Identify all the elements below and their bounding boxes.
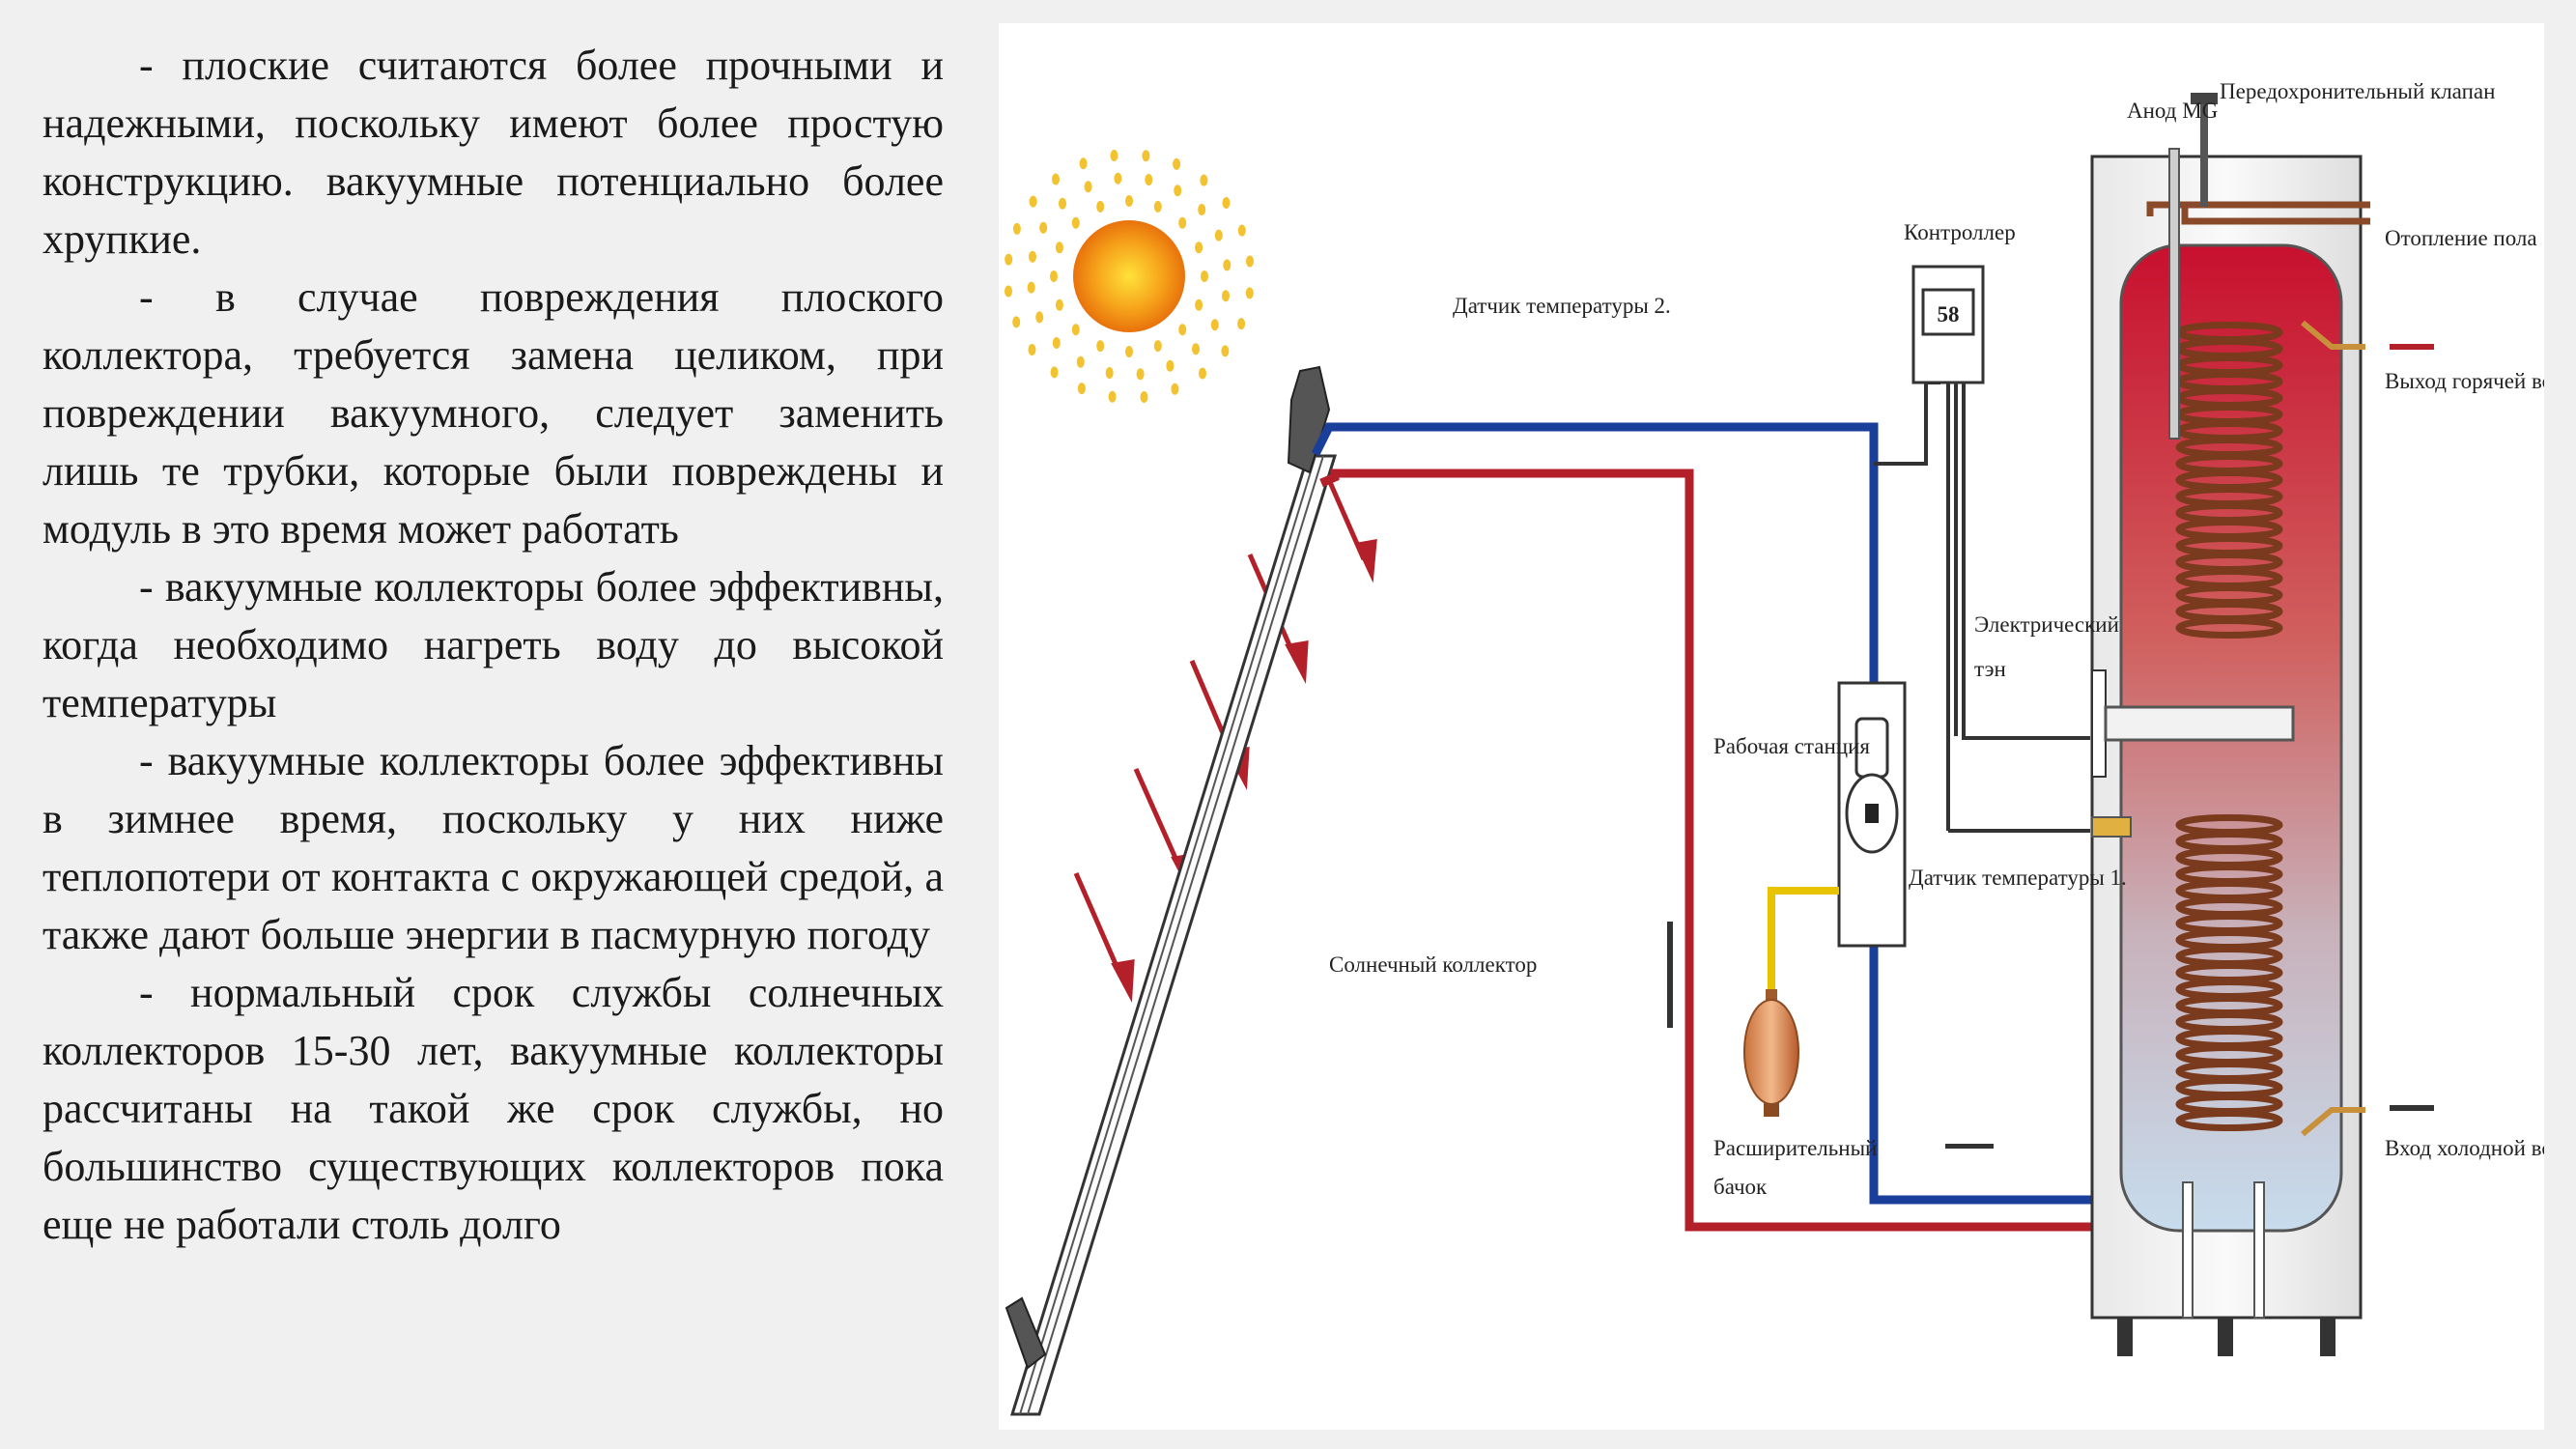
paragraph-winter: - вакуумные коллекторы более эффективны … [42, 737, 944, 958]
paragraph-service-life: - нормальный срок службы солнечных колле… [42, 969, 944, 1248]
label-expansion-tank-1: Расширительный [1713, 1136, 1877, 1160]
label-electric-heater-2: тэн [1974, 657, 2006, 681]
pump-station-icon [1837, 681, 1907, 948]
label-floor-heating: Отопление пола [2385, 226, 2537, 250]
sunlight-arrows [1073, 440, 1377, 1003]
flow-mark [1945, 1144, 1994, 1149]
label-anode: Анод MG [2127, 99, 2218, 123]
label-cold-water-in: Вход холодной воды [2385, 1136, 2544, 1160]
label-temp-sensor-1: Датчик температуры 1. [1909, 866, 2127, 890]
controller-icon [1911, 265, 1985, 384]
expansion-tank-icon [1743, 887, 1839, 1117]
storage-tank-icon [2090, 93, 2434, 1356]
solar-collector-icon [1005, 365, 1338, 1416]
paragraph-high-temperature: - вакуумные коллекторы более эффективны,… [42, 563, 944, 726]
label-expansion-tank-2: бачок [1713, 1175, 1768, 1199]
text-column: - плоские считаются более прочными и над… [42, 37, 944, 1254]
controller-display: 58 [1938, 302, 1960, 327]
label-controller: Контроллер [1904, 220, 2016, 244]
pipe-mark [1667, 922, 1673, 1028]
solar-heating-diagram: 58 [999, 23, 2544, 1430]
cold-pipe [1311, 422, 2096, 1205]
label-electric-heater-1: Электрический [1974, 612, 2119, 637]
hot-pipe [1319, 469, 2096, 1232]
paragraph-durability: - плоские считаются более прочными и над… [42, 42, 944, 263]
label-safety-valve: Передохронительный клапан [2220, 79, 2495, 103]
label-hot-water-out: Выход горячей воды [2385, 369, 2544, 393]
label-pump-station: Рабочая станция [1713, 734, 1870, 758]
sensor-wires [1874, 381, 2090, 833]
label-temp-sensor-2: Датчик температуры 2. [1453, 294, 1671, 318]
sun-icon [1005, 150, 1254, 403]
paragraph-repair: - в случае повреждения плоского коллекто… [42, 273, 944, 553]
label-solar-collector: Солнечный коллектор [1329, 952, 1537, 977]
